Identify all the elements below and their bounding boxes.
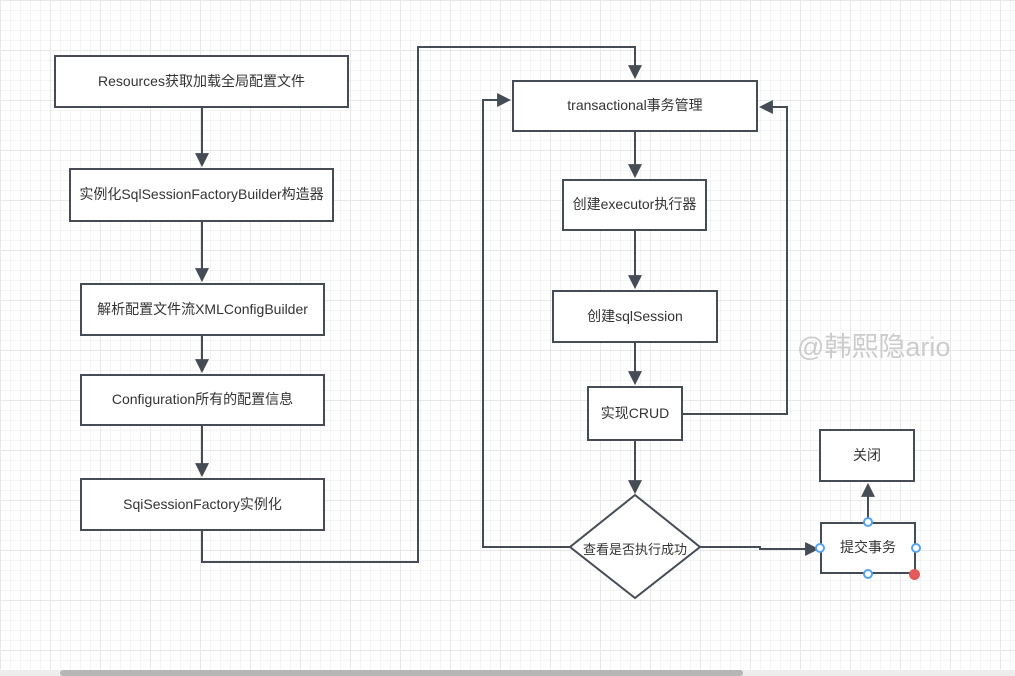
edge-crud-to-transactional-loop[interactable] xyxy=(683,100,788,415)
node-sqlsession[interactable]: 创建sqlSession xyxy=(552,290,718,343)
edge-decision-to-commit[interactable] xyxy=(700,542,820,556)
node-commit[interactable]: 提交事务 xyxy=(820,522,916,574)
decision-diamond[interactable] xyxy=(568,493,702,600)
node-xml-config-label: 解析配置文件流XMLConfigBuilder xyxy=(97,300,308,317)
node-factory-label: SqiSessionFactory实例化 xyxy=(123,495,282,512)
node-builder[interactable]: 实例化SqlSessionFactoryBuilder构造器 xyxy=(69,168,334,222)
node-builder-label: 实例化SqlSessionFactoryBuilder构造器 xyxy=(79,186,324,203)
node-crud-label: 实现CRUD xyxy=(600,404,670,421)
node-configuration[interactable]: Configuration所有的配置信息 xyxy=(80,374,325,426)
connection-handle-bottom[interactable] xyxy=(863,569,873,579)
horizontal-scrollbar[interactable] xyxy=(0,670,1015,676)
node-decision-label: 查看是否执行成功 xyxy=(582,542,687,557)
horizontal-scrollbar-thumb[interactable] xyxy=(60,670,743,676)
node-sqlsession-label: 创建sqlSession xyxy=(587,307,683,324)
connection-handle-right[interactable] xyxy=(911,543,921,553)
node-close[interactable]: 关闭 xyxy=(819,429,915,482)
edge-endpoint-handle[interactable] xyxy=(909,569,920,580)
node-xml-config[interactable]: 解析配置文件流XMLConfigBuilder xyxy=(80,283,325,336)
node-transactional[interactable]: transactional事务管理 xyxy=(512,80,758,132)
node-configuration-label: Configuration所有的配置信息 xyxy=(111,391,294,408)
connection-handle-top[interactable] xyxy=(863,517,873,527)
node-transactional-label: transactional事务管理 xyxy=(567,97,703,114)
node-executor[interactable]: 创建executor执行器 xyxy=(562,179,707,231)
edge-decision-to-transactional[interactable] xyxy=(482,93,570,548)
node-commit-label: 提交事务 xyxy=(840,539,896,556)
node-close-label: 关闭 xyxy=(853,446,881,463)
node-resources-label: Resources获取加载全局配置文件 xyxy=(98,72,305,89)
node-resources[interactable]: Resources获取加载全局配置文件 xyxy=(54,55,349,108)
connection-handle-left[interactable] xyxy=(815,543,825,553)
node-factory[interactable]: SqiSessionFactory实例化 xyxy=(80,478,325,531)
edge-factory-to-transactional[interactable] xyxy=(201,46,642,563)
watermark-text: @韩熙隐ario xyxy=(797,332,951,362)
node-crud[interactable]: 实现CRUD xyxy=(587,386,683,441)
node-executor-label: 创建executor执行器 xyxy=(572,196,697,213)
